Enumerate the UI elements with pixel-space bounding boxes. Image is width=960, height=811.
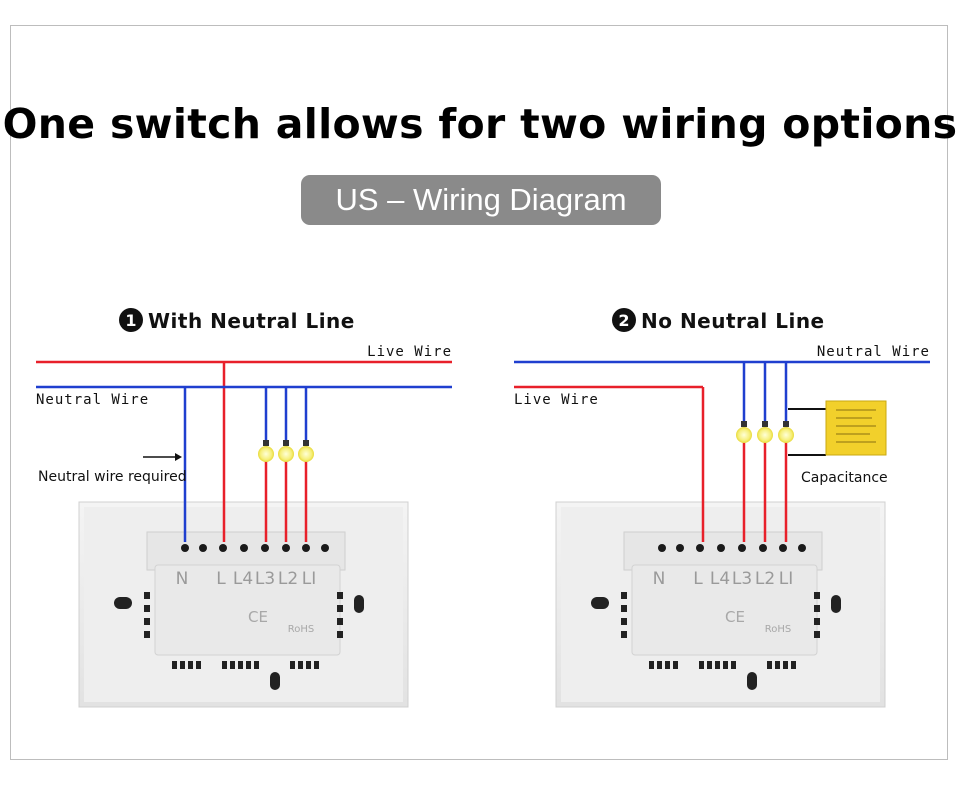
terminal-label-l4: L4 — [233, 569, 253, 589]
terminal-label-l2: L2 — [755, 569, 775, 589]
terminal-label-n: N — [653, 569, 666, 589]
option1-neutral-note: Neutral wire required — [38, 469, 187, 485]
option1-neutral-wire-label: Neutral Wire — [36, 392, 149, 408]
option2-number-badge — [612, 308, 636, 332]
option1-number: 1 — [125, 311, 136, 330]
option2-heading: No Neutral Line — [641, 309, 825, 333]
mounting-hole — [747, 672, 757, 690]
mounting-hole — [831, 595, 841, 613]
option2-neutral-wire-label: Neutral Wire — [817, 344, 930, 360]
option1-diagram: 1 With Neutral Line — [36, 308, 452, 708]
terminal-label-l1: LI — [302, 569, 317, 589]
rohs-mark: RoHS — [765, 624, 791, 635]
lamp-icon — [736, 427, 752, 443]
option2-lamp-wires — [742, 438, 788, 542]
rohs-mark: RoHS — [288, 624, 314, 635]
option2-number: 2 — [618, 311, 629, 330]
arrow-right-icon — [143, 453, 182, 461]
option1-number-badge — [119, 308, 143, 332]
option1-neutral-wire — [36, 385, 452, 542]
terminal-label-n: N — [176, 569, 189, 589]
terminal-label-l2: L2 — [278, 569, 298, 589]
diagram-frame — [10, 25, 948, 760]
terminal-label-l: L — [693, 569, 703, 589]
mounting-hole — [114, 597, 132, 609]
capacitor-label: Capacitance — [801, 470, 888, 486]
option1-heading: With Neutral Line — [148, 309, 355, 333]
option2-live-wire-label: Live Wire — [514, 392, 599, 408]
mounting-hole — [591, 597, 609, 609]
ce-mark: CE — [248, 608, 268, 626]
lamp-icon — [757, 427, 773, 443]
option2-live-wire — [514, 385, 705, 542]
option1-lamps — [258, 440, 314, 462]
option2-neutral-wire — [514, 360, 930, 428]
option2-diagram: 2 No Neutral Line N L L4 — [514, 308, 930, 708]
terminal-label-l: L — [216, 569, 226, 589]
ce-mark: CE — [725, 608, 745, 626]
lamp-icon — [258, 446, 274, 462]
capacitor-leads — [788, 408, 826, 456]
terminal-label-l4: L4 — [710, 569, 730, 589]
page-title: One switch allows for two wiring options — [2, 100, 958, 148]
option1-switch-plate: N L L4 L3 L2 LI CE RoHS — [78, 501, 409, 708]
option1-lamp-wires — [264, 387, 308, 542]
terminal-label-l1: LI — [779, 569, 794, 589]
lamp-icon — [298, 446, 314, 462]
lamp-icon — [278, 446, 294, 462]
option2-switch-plate: N L L4 L3 L2 LI CE RoHS — [555, 501, 886, 708]
capacitor-icon — [825, 400, 887, 456]
diagram-subtitle-badge: US – Wiring Diagram — [301, 175, 661, 225]
lamp-icon — [778, 427, 794, 443]
mounting-hole — [354, 595, 364, 613]
option1-live-wire — [36, 360, 452, 542]
option1-live-wire-label: Live Wire — [367, 344, 452, 360]
mounting-hole — [270, 672, 280, 690]
terminal-label-l3: L3 — [732, 569, 752, 589]
terminal-label-l3: L3 — [255, 569, 275, 589]
option2-lamps — [736, 421, 794, 443]
